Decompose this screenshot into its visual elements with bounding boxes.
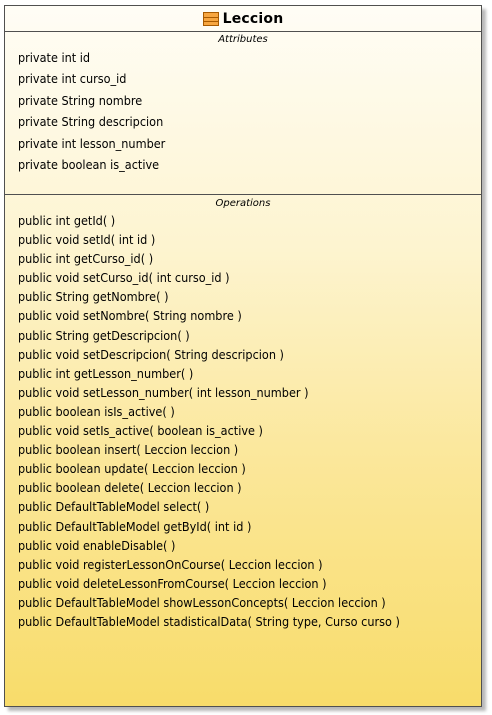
operation-row[interactable]: public void setNombre( String nombre ) [18,309,242,324]
operations-title: Operations [215,198,271,209]
operation-row[interactable]: public int getCurso_id( ) [18,252,154,267]
operation-row[interactable]: public void setLesson_number( int lesson… [18,385,309,400]
operation-list: public int getId( ) public void setId( i… [18,212,481,632]
operation-row[interactable]: public boolean isIs_active( ) [18,404,175,419]
class-header[interactable]: Leccion [5,6,481,32]
operation-row[interactable]: public boolean insert( Leccion leccion ) [18,443,239,458]
operation-row[interactable]: public String getDescripcion( ) [18,328,190,343]
operation-row[interactable]: public void setIs_active( boolean is_act… [18,424,263,439]
attribute-row[interactable]: private boolean is_active [18,157,160,172]
attributes-compartment[interactable]: Attributes private int id private int cu… [5,32,481,195]
operation-row[interactable]: public void setId( int id ) [18,233,156,248]
operation-row[interactable]: public DefaultTableModel getById( int id… [18,519,252,534]
operation-row[interactable]: public int getLesson_number( ) [18,366,194,381]
attributes-title: Attributes [218,34,268,45]
operation-row[interactable]: public DefaultTableModel stadisticalData… [18,614,400,629]
attribute-row[interactable]: private int lesson_number [18,136,166,151]
operation-row[interactable]: public void setCurso_id( int curso_id ) [18,271,230,286]
operation-row[interactable]: public void setDescripcion( String descr… [18,347,284,362]
class-icon [202,11,219,26]
attribute-row[interactable]: private String descripcion [18,115,164,130]
operation-row[interactable]: public void enableDisable( ) [18,538,176,553]
attribute-list: private int id private int curso_id priv… [18,48,481,176]
operations-compartment[interactable]: Operations public int getId( ) public vo… [5,195,481,632]
operation-row[interactable]: public DefaultTableModel showLessonConce… [18,595,386,610]
uml-class-box[interactable]: Leccion Attributes private int id privat… [4,5,482,707]
attribute-row[interactable]: private int curso_id [18,72,127,87]
attribute-row[interactable]: private int id [18,51,91,65]
operation-row[interactable]: public void registerLessonOnCourse( Lecc… [18,557,323,572]
operation-row[interactable]: public boolean delete( Leccion leccion ) [18,481,242,496]
operation-row[interactable]: public void deleteLessonFromCourse( Lecc… [18,576,327,591]
attribute-row[interactable]: private String nombre [18,93,143,108]
operation-row[interactable]: public DefaultTableModel select( ) [18,500,210,515]
operation-row[interactable]: public String getNombre( ) [18,290,169,305]
class-name: Leccion [222,10,284,27]
operation-row[interactable]: public boolean update( Leccion leccion ) [18,462,246,477]
operation-row[interactable]: public int getId( ) [18,214,116,228]
